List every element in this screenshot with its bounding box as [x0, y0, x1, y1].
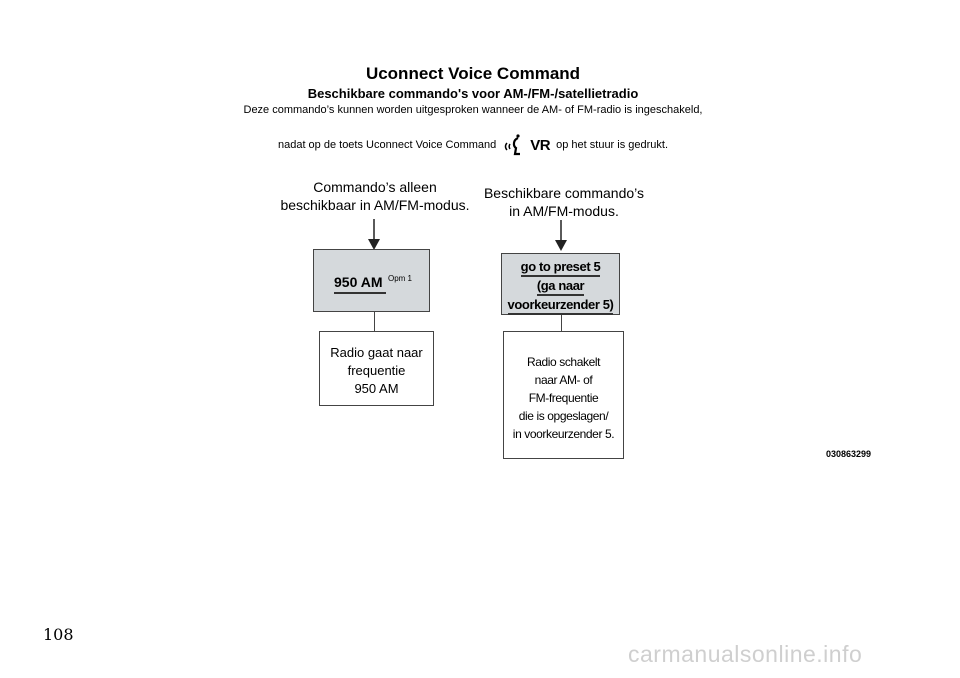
right-down-arrow	[555, 220, 567, 251]
voice-recognition-icon: VR	[502, 134, 551, 156]
description-line-1: Deze commando’s kunnen worden uitgesprok…	[243, 104, 703, 116]
vr-label: VR	[530, 136, 551, 154]
left-result-line-1: Radio gaat naar	[330, 345, 423, 360]
speaking-head-icon	[505, 134, 521, 156]
left-result-line-2: frequentie	[347, 363, 406, 378]
left-result-box: Radio gaat naar frequentie 950 AM	[319, 331, 434, 406]
right-result-line-5: in voorkeurzender 5.	[512, 427, 615, 441]
left-down-arrow	[368, 219, 380, 250]
description-line-2-before: nadat op de toets Uconnect Voice Command	[277, 139, 497, 151]
right-command-text: go to preset 5 (ga naar voorkeurzender 5…	[502, 258, 619, 315]
right-result-line-1: Radio schakelt	[526, 355, 601, 369]
right-command-line-2: (ga naar	[536, 278, 585, 296]
description-line-2-after: op het stuur is gedrukt.	[556, 139, 669, 151]
figure-code: 030863299	[826, 449, 872, 459]
left-command-underline	[334, 292, 386, 294]
left-caption-line-2: beschikbaar in AM/FM-modus.	[280, 197, 470, 213]
right-command-line-1: go to preset 5	[520, 259, 601, 277]
right-command-line-3: voorkeurzender 5)	[507, 297, 614, 315]
page-subtitle: Beschikbare commando's voor AM-/FM-/sate…	[307, 86, 639, 101]
left-connector-line	[374, 312, 375, 331]
right-caption-line-2: in AM/FM-modus.	[509, 203, 619, 219]
description-line-2: nadat op de toets Uconnect Voice Command…	[0, 134, 946, 156]
right-caption-line-1: Beschikbare commando’s	[483, 185, 645, 201]
right-result-line-3: FM-frequentie	[528, 391, 599, 405]
left-caption-line-1: Commando’s alleen	[313, 179, 437, 195]
right-result-text: Radio schakelt naar AM- of FM-frequentie…	[504, 353, 623, 443]
right-result-line-2: naar AM- of	[534, 373, 593, 387]
right-command-box: go to preset 5 (ga naar voorkeurzender 5…	[501, 253, 620, 315]
right-result-box: Radio schakelt naar AM- of FM-frequentie…	[503, 331, 624, 459]
page-title: Uconnect Voice Command	[365, 64, 581, 83]
right-result-line-4: die is opgeslagen/	[518, 409, 609, 423]
watermark: carmanualsonline.info	[628, 641, 863, 667]
left-command-box: 950 AM Opm 1	[313, 249, 430, 312]
left-command-note: Opm 1	[388, 274, 413, 283]
right-caption: Beschikbare commando’s in AM/FM-modus.	[476, 184, 652, 220]
left-command-text: 950 AM	[334, 274, 383, 290]
left-result-line-3: 950 AM	[354, 381, 399, 396]
right-connector-line	[561, 315, 562, 331]
left-result-text: Radio gaat naar frequentie 950 AM	[320, 344, 433, 398]
page-number: 108	[43, 625, 74, 644]
left-caption: Commando’s alleen beschikbaar in AM/FM-m…	[270, 178, 480, 214]
